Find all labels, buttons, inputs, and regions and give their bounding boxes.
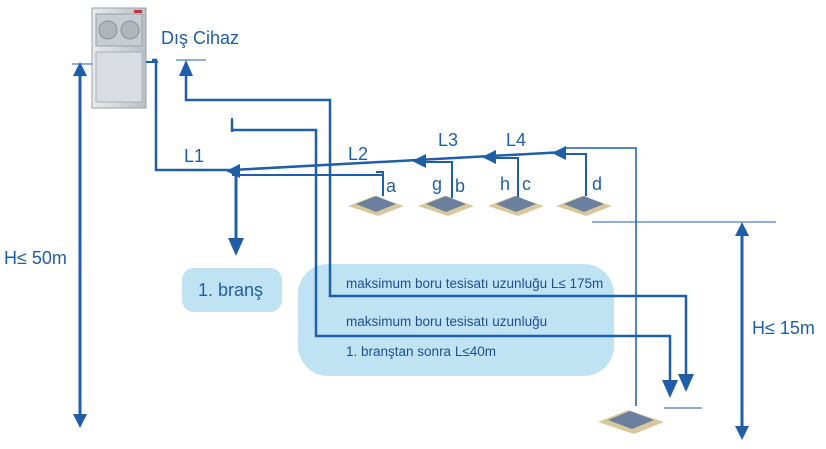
note-after-branch-2: 1. branştan sonra L≤40m: [346, 344, 496, 359]
indoor-unit-a: [348, 196, 404, 216]
first-branch-arrow: [228, 238, 244, 256]
note-after-branch-1: maksimum boru tesisatı uzunluğu: [346, 314, 547, 329]
indoor-label-b: b: [455, 176, 465, 196]
indoor-unit-c: [488, 196, 544, 216]
indoor-label-a: a: [386, 176, 397, 196]
height-indoor-label: H≤ 15m: [752, 318, 815, 338]
note-max-total: maksimum boru tesisatı uzunluğu L≤ 175m: [346, 276, 603, 291]
length-notes-panel: [298, 264, 614, 376]
indoor-label-d: d: [592, 174, 602, 194]
segment-label-l1: L1: [184, 146, 204, 166]
outdoor-unit: [91, 7, 147, 109]
joint-label-g: g: [432, 174, 442, 194]
indoor-unit-d: [556, 196, 612, 216]
height-50-arrow-top: [73, 62, 87, 76]
indoor-unit-b: [418, 196, 474, 216]
first-branch-badge: [182, 268, 282, 312]
segment-label-l4: L4: [506, 130, 526, 150]
segment-label-l3: L3: [438, 130, 458, 150]
first-branch-label: 1. branş: [198, 280, 263, 300]
route-175m: [184, 66, 688, 376]
outdoor-unit-label: Dış Cihaz: [161, 28, 239, 48]
indoor-unit-remote: [598, 410, 664, 434]
height-50-arrow-bottom: [73, 414, 87, 428]
segment-label-l2: L2: [348, 144, 368, 164]
main-pipe: [152, 58, 232, 172]
joint-label-h: h: [500, 174, 510, 194]
height-outdoor-label: H≤ 50m: [4, 248, 67, 268]
indoor-label-c: c: [522, 174, 531, 194]
